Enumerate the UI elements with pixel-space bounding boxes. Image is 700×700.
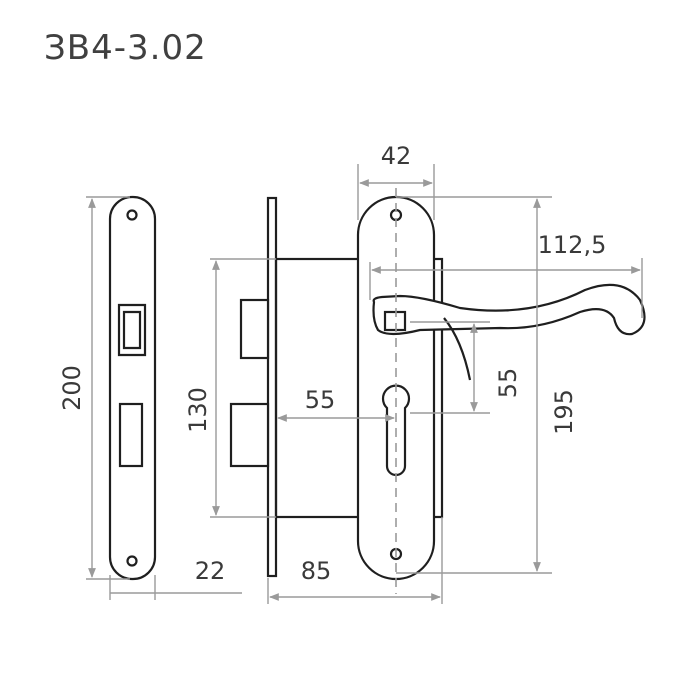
handle-spindle-square [383,310,407,332]
dim-rosette-width: 42 [357,142,435,220]
dim-body-height: 130 [184,258,276,518]
label-faceplate-height: 200 [58,365,86,411]
dim-rosette-height: 195 [396,196,578,574]
label-rosette-width: 42 [381,142,412,170]
lock-latch [239,298,270,360]
faceplate-screw-hole-top [126,209,138,221]
faceplate [108,195,157,581]
label-rosette-height: 195 [550,389,578,435]
label-handle-length: 112,5 [538,231,607,259]
lock-deadbolt [229,402,270,468]
dim-body-depth: 85 [267,517,443,604]
dim-backset: 55 [277,386,395,422]
dim-faceplate-width: 22 [109,557,242,600]
label-backset: 55 [305,386,336,414]
dim-handle-length: 112,5 [369,231,643,318]
lock-front-plate [266,196,278,578]
label-handle-to-cylinder: 55 [494,368,522,399]
dim-faceplate-height: 200 [58,196,130,580]
faceplate-screw-hole-bottom [126,555,138,567]
faceplate-bolt-slot [118,402,144,468]
drawing-title: ЗВ4-3.02 [44,28,207,68]
label-body-height: 130 [184,387,212,433]
label-faceplate-width: 22 [195,557,226,585]
dim-handle-to-cylinder: 55 [410,321,522,414]
label-body-depth: 85 [301,557,332,585]
faceplate-latch-slot [117,303,147,357]
faceplate-outline [108,195,157,581]
